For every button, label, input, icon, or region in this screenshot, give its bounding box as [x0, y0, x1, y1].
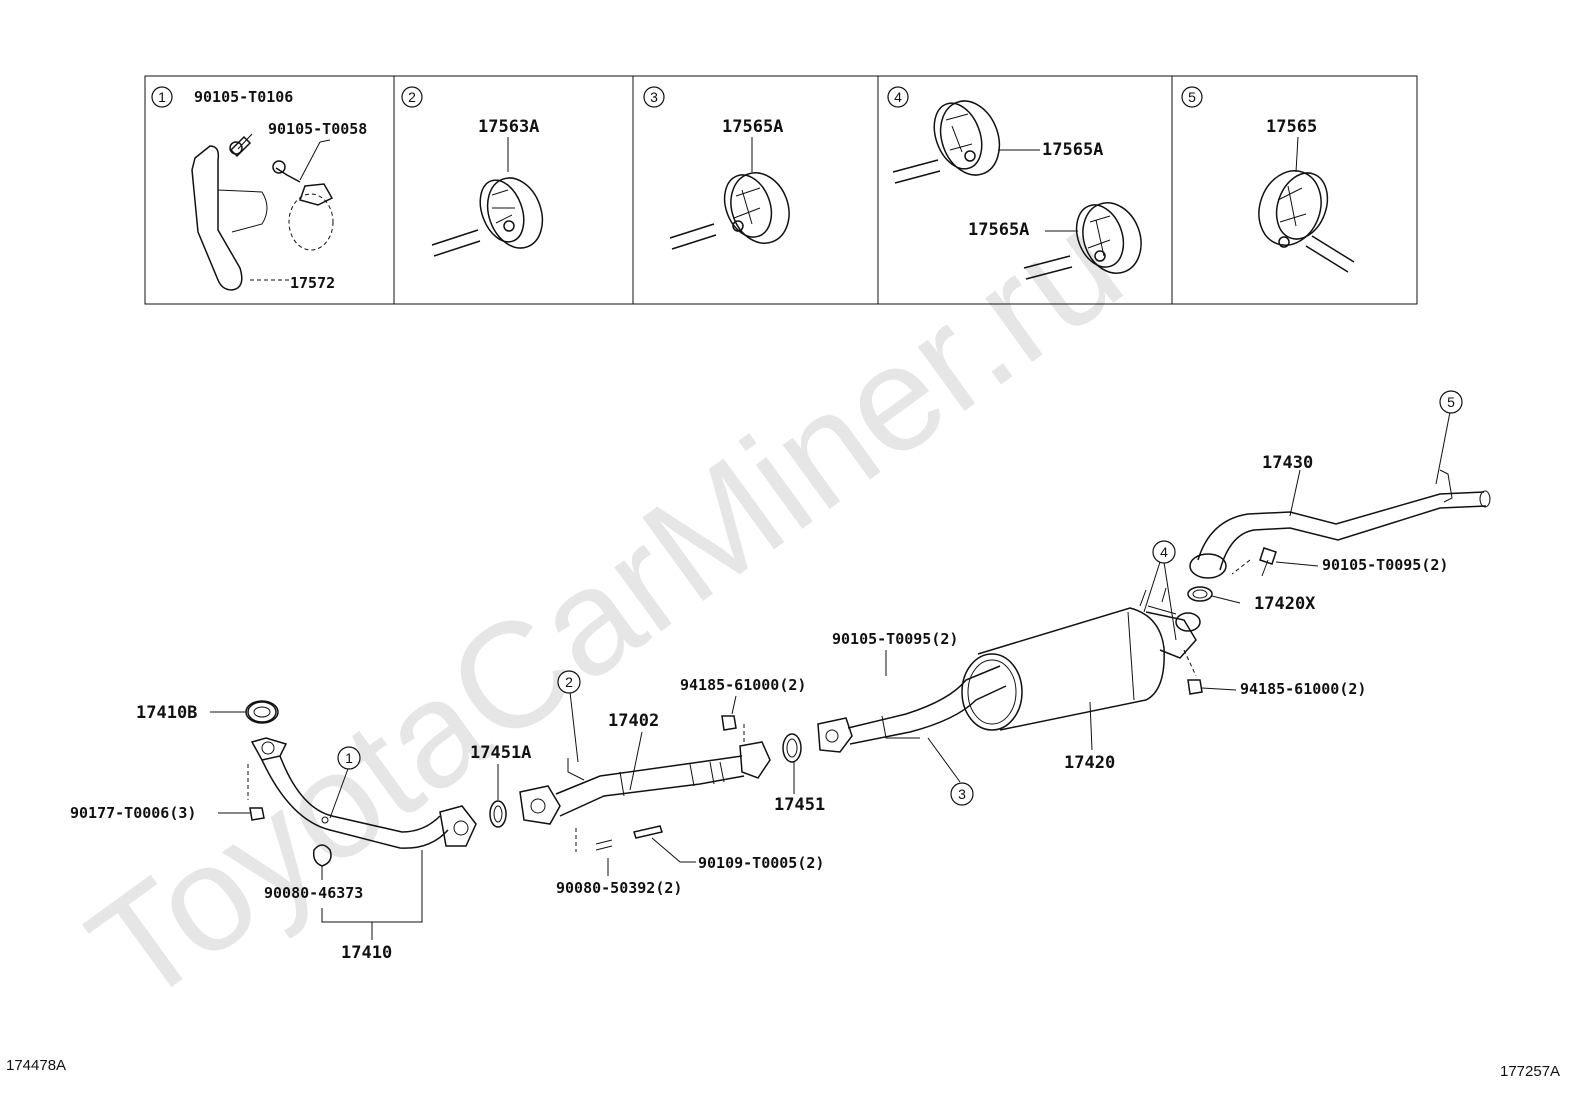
exhaust-assembly: 1 2 3 4 5 17410B 90177-T0006(3) 90080-46… — [70, 390, 1491, 963]
label-17402: 17402 — [608, 711, 659, 731]
watermark: ToyotaCarMiner.ru — [60, 180, 1150, 1036]
label-17565a-lower: 17565A — [968, 220, 1029, 240]
label-17565: 17565 — [1266, 117, 1317, 137]
detail-boxes: 1 90105-T0106 90105-T0058 17572 — [144, 75, 1418, 305]
corner-code-left: 174478A — [6, 1057, 66, 1074]
callout-4: 4 — [1152, 540, 1176, 564]
callout-1: 1 — [337, 746, 361, 770]
gasket-17451 — [782, 733, 802, 763]
callout-2-text: 2 — [565, 674, 573, 690]
callout-5-text: 5 — [1447, 394, 1455, 410]
label-90080-50392: 90080-50392(2) — [556, 879, 682, 897]
detail-box-5: 5 17565 — [1181, 86, 1355, 273]
muffler-17420 — [817, 587, 1203, 753]
callout-3-text: 3 — [958, 786, 966, 802]
label-17451: 17451 — [774, 795, 825, 815]
label-17572: 17572 — [290, 274, 335, 292]
detail-box-1: 1 90105-T0106 90105-T0058 17572 — [151, 86, 367, 292]
rubber-hanger-drawing — [431, 137, 544, 257]
label-17410: 17410 — [341, 943, 392, 963]
detail-box-2: 2 17563A — [401, 86, 544, 257]
detail-box-2-index: 2 — [408, 89, 416, 105]
detail-box-1-index: 1 — [158, 89, 166, 105]
detail-box-4-index: 4 — [894, 89, 902, 105]
label-17420: 17420 — [1064, 753, 1115, 773]
label-90105-t0095-right: 90105-T0095(2) — [1322, 556, 1448, 574]
gasket-17451a — [489, 800, 507, 828]
label-17420x: 17420X — [1254, 594, 1316, 614]
label-17410b: 17410B — [136, 703, 197, 723]
detail-box-3-index: 3 — [650, 89, 658, 105]
detail-box-5-index: 5 — [1188, 89, 1196, 105]
callout-4-text: 4 — [1160, 544, 1168, 560]
rubber-hanger-drawing-upper — [892, 100, 1040, 184]
label-94185-61000-right: 94185-61000(2) — [1240, 680, 1366, 698]
label-17451a: 17451A — [470, 743, 531, 763]
label-90109-t0005: 90109-T0005(2) — [698, 854, 824, 872]
center-pipe-17402 — [519, 715, 771, 852]
rubber-hanger-drawing — [1258, 136, 1355, 273]
label-17430: 17430 — [1262, 453, 1313, 473]
label-90177-t0006: 90177-T0006(3) — [70, 804, 196, 822]
label-90105-t0106: 90105-T0106 — [194, 88, 293, 106]
detail-box-4: 4 17565A 17565A — [887, 86, 1142, 280]
detail-box-3: 3 17565A — [643, 86, 790, 250]
corner-code-right: 177257A — [1500, 1063, 1560, 1080]
callout-5: 5 — [1439, 390, 1463, 414]
label-94185-61000-left: 94185-61000(2) — [680, 676, 806, 694]
rubber-hanger-drawing — [669, 137, 790, 250]
leader-lines — [210, 411, 1451, 940]
bracket-drawing — [191, 133, 334, 291]
label-90105-t0058: 90105-T0058 — [268, 120, 367, 138]
callout-1-text: 1 — [345, 750, 353, 766]
label-90080-46373: 90080-46373 — [264, 884, 363, 902]
tail-pipe-17430 — [1187, 469, 1491, 602]
callout-3: 3 — [950, 782, 974, 806]
label-17565a-box3: 17565A — [722, 117, 783, 137]
label-17563a: 17563A — [478, 117, 539, 137]
label-17565a-upper: 17565A — [1042, 140, 1103, 160]
rubber-hanger-drawing-lower — [1023, 202, 1142, 280]
front-pipe-17410 — [247, 701, 477, 867]
gasket-17410b — [245, 700, 279, 724]
callout-2: 2 — [557, 670, 581, 694]
label-90105-t0095-left: 90105-T0095(2) — [832, 630, 958, 648]
